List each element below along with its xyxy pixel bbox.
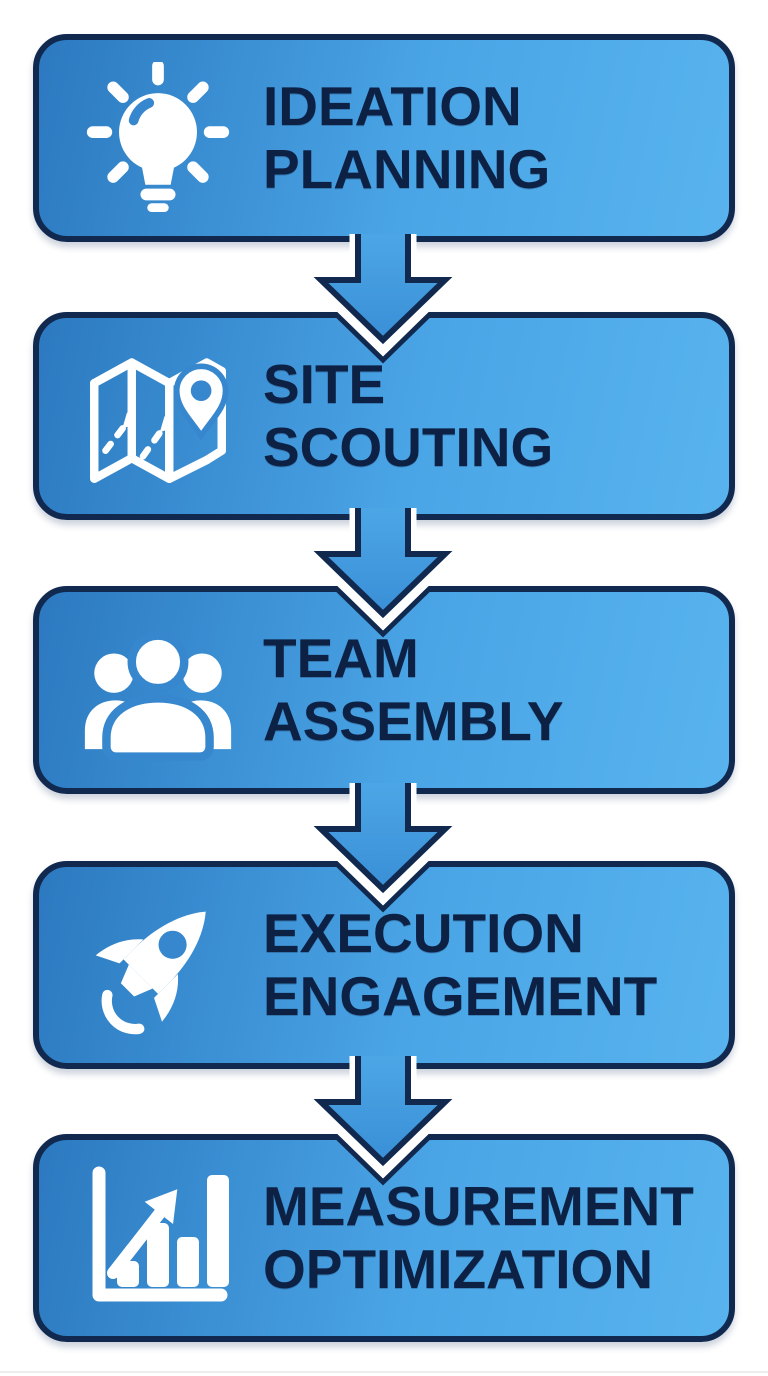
step-label: TEAM ASSEMBLY (263, 627, 564, 753)
step-label: EXECUTION ENGAGEMENT (263, 902, 657, 1028)
step-label-line2: PLANNING (263, 138, 551, 200)
people-group-icon (84, 631, 232, 761)
step-label: SITE SCOUTING (263, 353, 553, 479)
bottom-edge-line (0, 1371, 768, 1373)
step-icon-wrap (83, 614, 233, 766)
step-label-line1: IDEATION (263, 75, 522, 137)
folded-map-pin-icon (90, 358, 229, 484)
step-label-line2: SCOUTING (263, 416, 554, 478)
step-card-ideation-planning: IDEATION PLANNING (33, 34, 735, 242)
step-label-line1: MEASUREMENT (263, 1175, 694, 1237)
step-icon-wrap (83, 340, 233, 492)
step-label-line1: TEAM (263, 627, 419, 689)
rocket-icon (95, 911, 206, 1035)
flow-arrow-down-4 (303, 1056, 463, 1186)
flow-arrow-down-1 (303, 234, 463, 364)
step-icon-wrap (83, 1162, 233, 1314)
flow-arrow-down-3 (303, 783, 463, 913)
step-icon-wrap (83, 889, 233, 1041)
step-label-line1: EXECUTION (263, 902, 584, 964)
growth-chart-icon (92, 1166, 229, 1302)
step-label: MEASUREMENT OPTIMIZATION (263, 1175, 694, 1301)
step-icon-wrap (83, 62, 233, 214)
lightbulb-idea-icon (86, 62, 230, 213)
step-label: IDEATION PLANNING (263, 75, 550, 201)
flow-arrow-down-2 (303, 508, 463, 638)
step-label-line1: SITE (263, 353, 386, 415)
step-label-line2: OPTIMIZATION (263, 1238, 654, 1300)
step-label-line2: ENGAGEMENT (263, 965, 658, 1027)
step-label-line2: ASSEMBLY (263, 690, 564, 752)
